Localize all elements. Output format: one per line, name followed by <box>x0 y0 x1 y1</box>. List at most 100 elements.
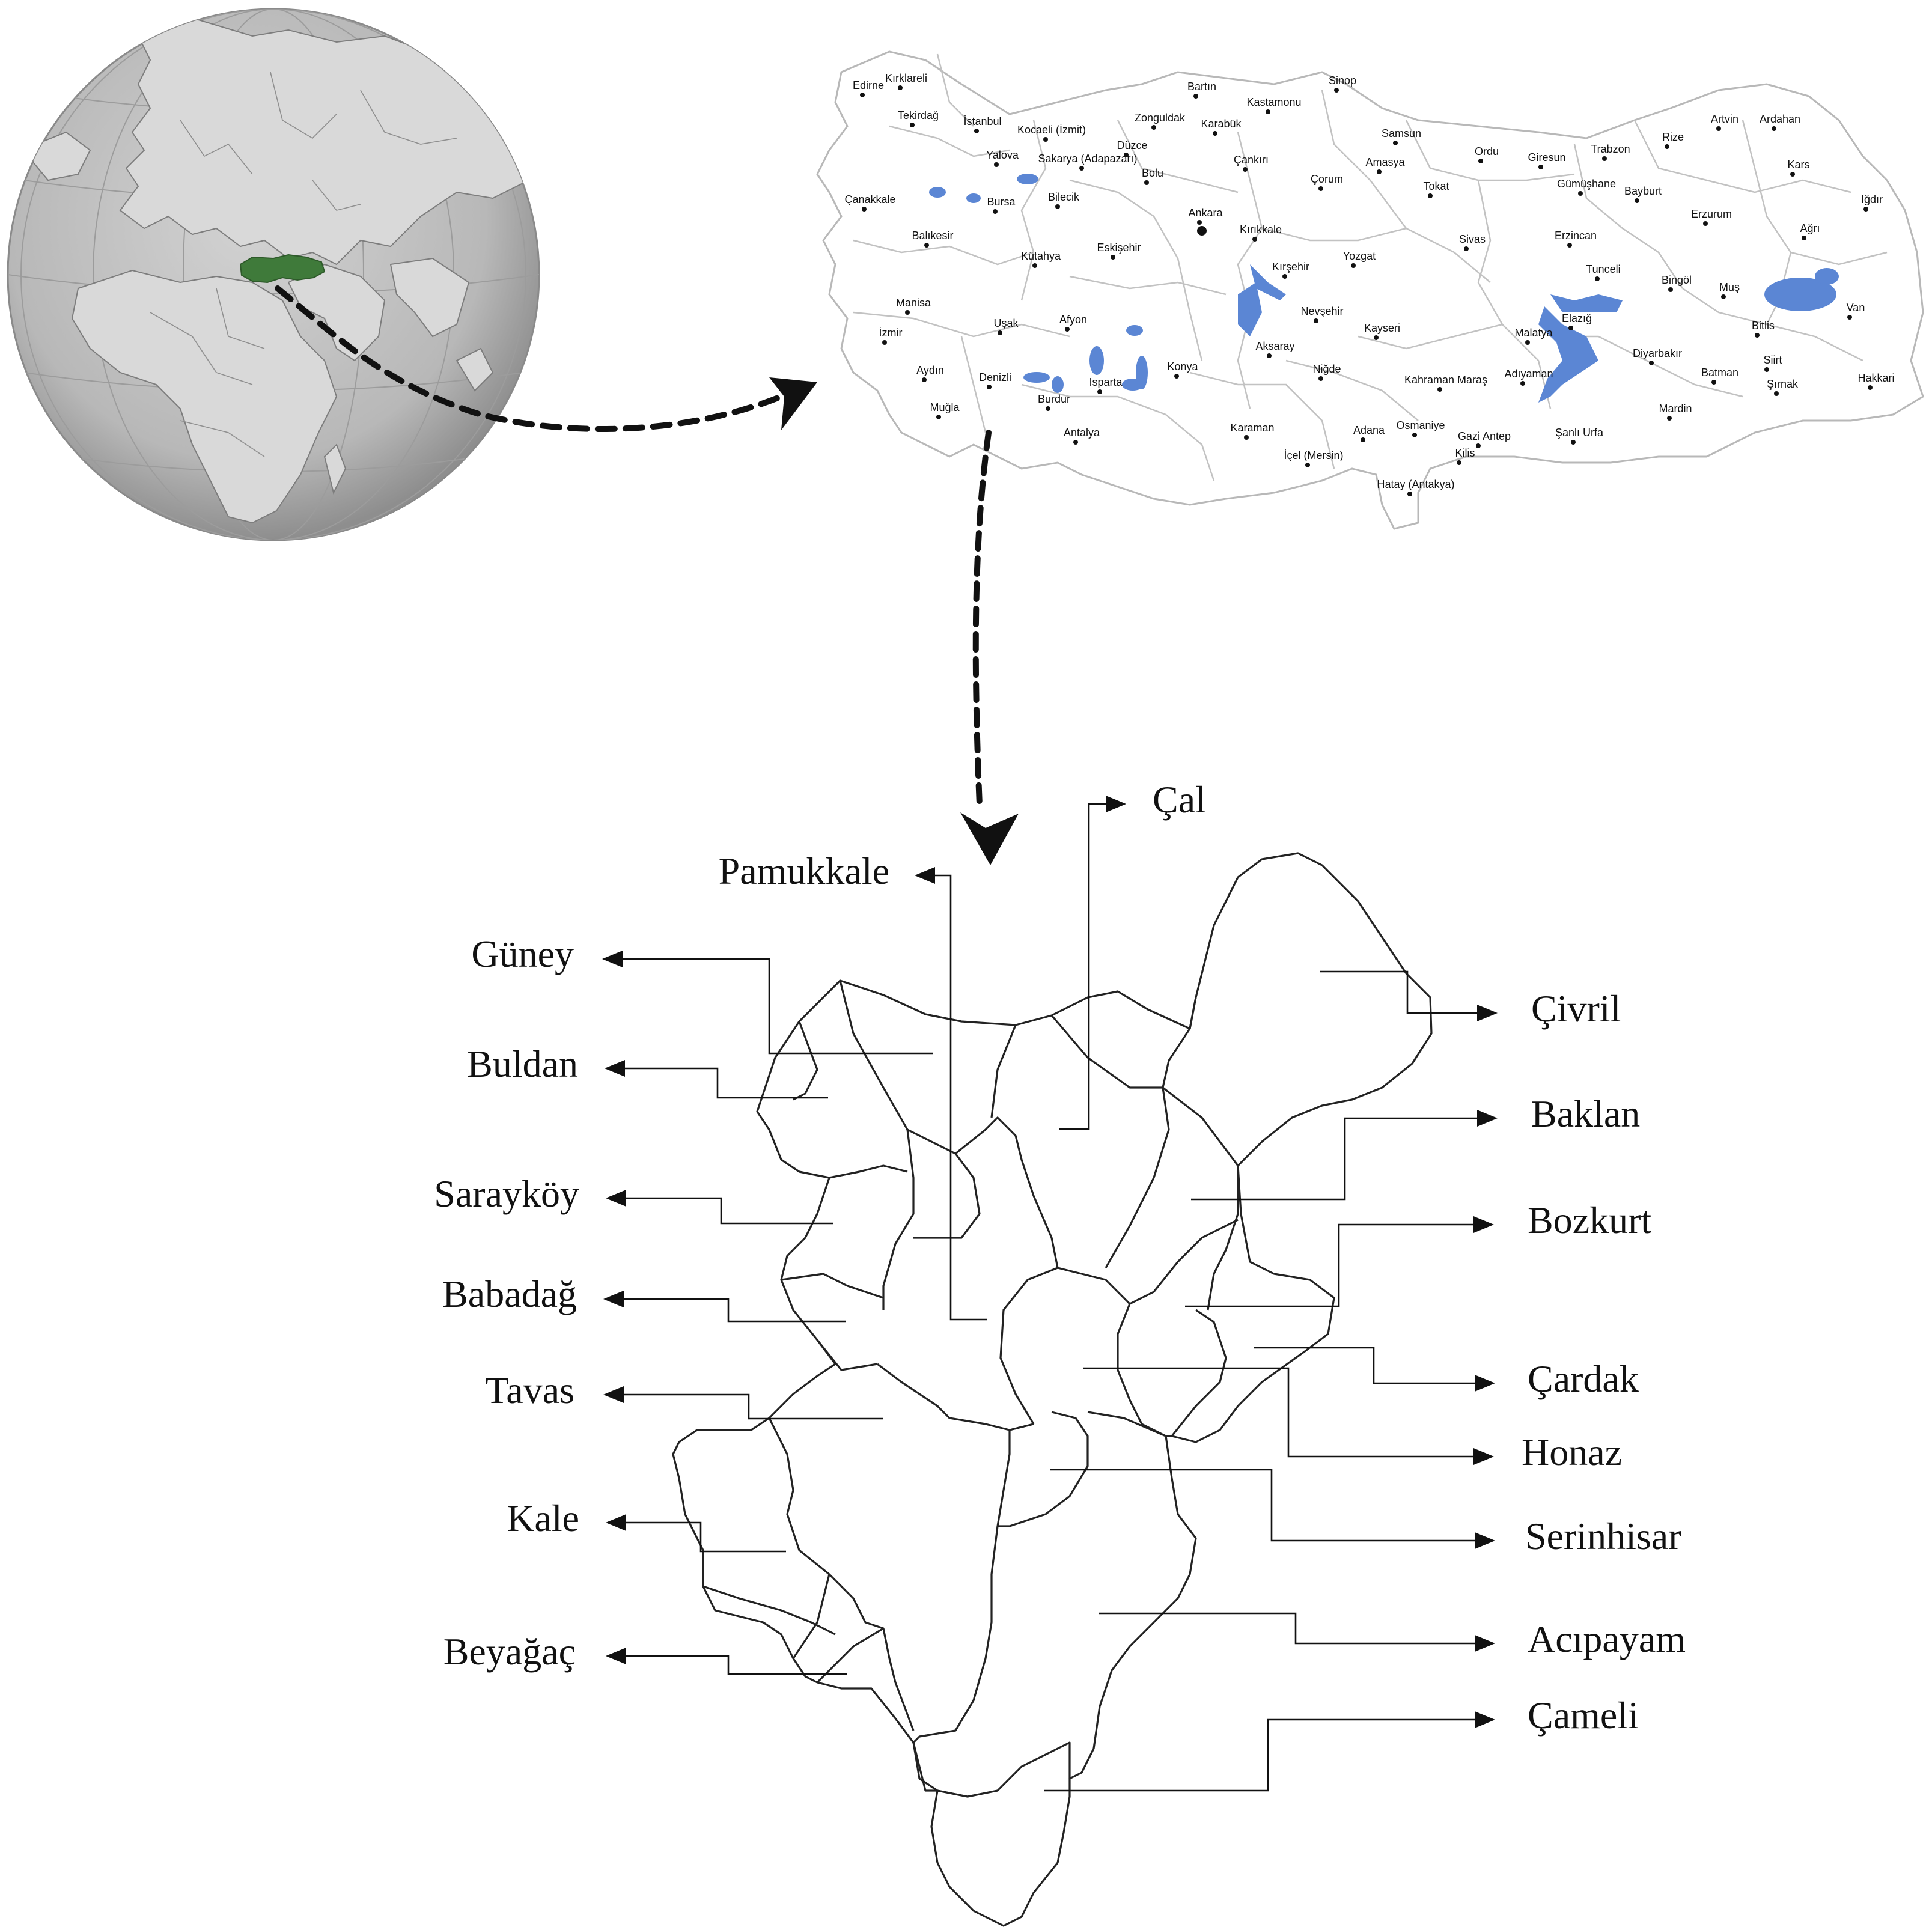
province-label: Antalya <box>1064 427 1100 439</box>
province-marker <box>1111 255 1115 260</box>
district-borders <box>702 980 1239 1798</box>
province-marker <box>1193 94 1198 99</box>
globe-locator <box>7 8 540 541</box>
denizli-outline <box>672 852 1433 1927</box>
province-marker <box>1478 159 1483 163</box>
province-marker <box>1305 463 1310 467</box>
province-marker <box>1703 221 1708 226</box>
province-label: Bitlis <box>1752 320 1775 332</box>
province-label: Muğla <box>930 401 960 413</box>
province-label: Samsun <box>1382 127 1421 139</box>
province-label: Kütahya <box>1021 250 1061 262</box>
province-marker <box>1437 387 1442 392</box>
province-label: Elazığ <box>1562 312 1592 324</box>
province-label: Yozgat <box>1343 250 1376 262</box>
province-label: Iğdır <box>1861 193 1883 205</box>
province-label: Bayburt <box>1624 185 1662 197</box>
province-marker <box>1351 263 1356 268</box>
province-label: Afyon <box>1059 314 1087 326</box>
province-label: Niğde <box>1312 363 1341 375</box>
province-label: Kayseri <box>1364 322 1400 334</box>
province-marker <box>936 415 941 419</box>
province-marker <box>1525 340 1530 345</box>
province-marker <box>1314 318 1318 323</box>
province-label: Bolu <box>1142 167 1163 179</box>
province-marker <box>1244 435 1249 440</box>
province-marker <box>1377 169 1382 174</box>
province-marker <box>882 340 887 345</box>
province-marker <box>1520 381 1525 386</box>
province-marker <box>1055 204 1060 209</box>
province-marker <box>1174 374 1179 379</box>
province-marker <box>1667 416 1672 421</box>
province-label: Balıkesir <box>912 230 953 242</box>
province-marker <box>1412 433 1417 437</box>
province-marker <box>1457 460 1461 465</box>
province-marker <box>1764 367 1769 372</box>
province-label: Çankırı <box>1234 154 1269 166</box>
province-label: Erzincan <box>1555 230 1597 242</box>
province-marker <box>1361 437 1365 442</box>
province-label: Artvin <box>1711 113 1738 125</box>
province-marker <box>1476 443 1481 448</box>
province-label: Gümüşhane <box>1557 178 1616 190</box>
label-cameli: Çameli <box>1528 1694 1639 1737</box>
globe-land <box>32 17 539 524</box>
province-label: Yalova <box>986 149 1019 161</box>
province-marker <box>1649 361 1654 365</box>
province-label: Nevşehir <box>1300 305 1343 317</box>
province-label: Isparta <box>1089 376 1123 388</box>
label-babadag: Babadağ <box>442 1273 577 1315</box>
province-marker <box>1716 126 1721 131</box>
label-honaz: Honaz <box>1522 1431 1622 1473</box>
province-label: Osmaniye <box>1396 419 1445 431</box>
label-kale: Kale <box>507 1497 579 1539</box>
province-marker <box>998 330 1002 335</box>
capital-marker <box>1197 226 1207 236</box>
province-label: Kilis <box>1455 447 1475 459</box>
province-marker <box>1802 236 1806 240</box>
province-marker <box>1847 315 1852 320</box>
province-marker <box>993 209 998 214</box>
arrow-globe-to-turkey <box>275 285 817 432</box>
province-label: Adana <box>1353 424 1385 436</box>
province-label: Sakarya (Adapazarı) <box>1038 153 1137 165</box>
province-marker <box>922 377 927 382</box>
province-marker <box>905 310 910 315</box>
province-label: Şırnak <box>1767 378 1799 390</box>
province-label: Konya <box>1167 361 1198 373</box>
label-serinhisar: Serinhisar <box>1525 1515 1681 1557</box>
province-marker <box>1868 385 1873 390</box>
province-marker <box>1282 274 1287 279</box>
province-marker <box>1252 237 1257 242</box>
label-civril: Çivril <box>1531 987 1621 1030</box>
province-label: Kırşehir <box>1272 261 1309 273</box>
province-label: Karabük <box>1201 118 1242 130</box>
province-marker <box>1374 335 1379 340</box>
leader-arrowheads <box>602 796 1498 1728</box>
province-label: Manisa <box>896 297 931 309</box>
label-cal: Çal <box>1153 778 1206 821</box>
province-label: Malatya <box>1514 327 1553 339</box>
arrow-denizli-to-districts <box>960 430 1019 865</box>
province-label: Amasya <box>1365 156 1405 168</box>
province-marker <box>1079 166 1084 171</box>
province-label: İzmir <box>879 327 903 339</box>
province-marker <box>1318 186 1323 191</box>
label-acipayam: Acıpayam <box>1528 1618 1686 1660</box>
province-label: Bursa <box>987 196 1016 208</box>
province-label: İstanbul <box>963 115 1001 127</box>
province-marker <box>1665 144 1669 149</box>
province-marker <box>1073 440 1078 445</box>
province-label: Bartın <box>1187 81 1216 93</box>
province-label: Tokat <box>1423 180 1449 192</box>
province-marker <box>860 93 865 97</box>
province-marker <box>1318 376 1323 381</box>
label-tavas: Tavas <box>486 1369 574 1411</box>
province-label: Van <box>1847 302 1865 314</box>
province-marker <box>1790 172 1795 177</box>
province-label: Mardin <box>1659 403 1692 415</box>
province-marker <box>1595 276 1600 281</box>
